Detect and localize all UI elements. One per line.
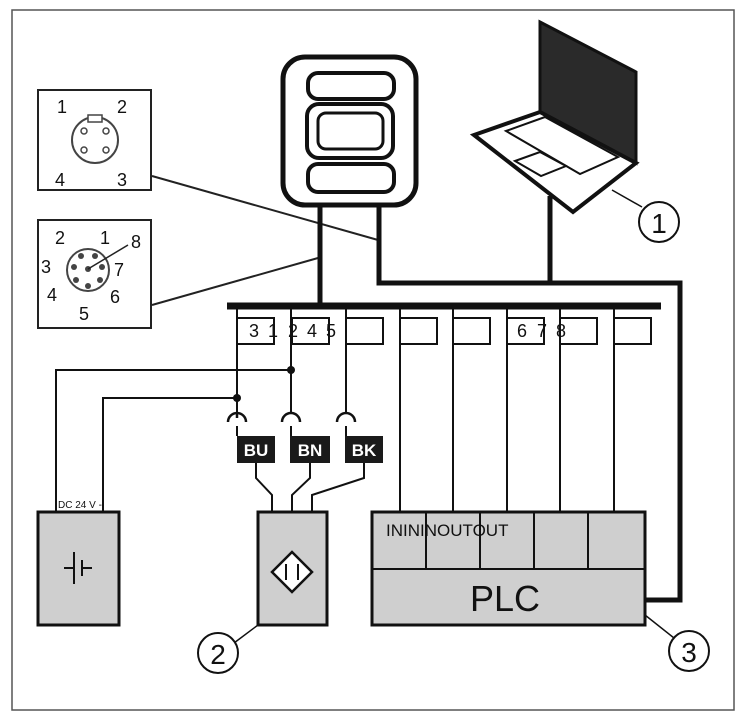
pin-label: 7 xyxy=(114,260,124,280)
connector-hooks xyxy=(226,411,357,423)
pin-label: 4 xyxy=(55,170,65,190)
pin-label: 1 xyxy=(57,97,67,117)
plc-label: PLC xyxy=(470,578,540,619)
terminal-label: 7 xyxy=(537,321,547,341)
sensor-icon xyxy=(270,550,314,594)
pin-label: 3 xyxy=(41,257,51,277)
pin-label: 1 xyxy=(100,228,110,248)
callout-3: 3 xyxy=(644,614,710,672)
svg-text:1: 1 xyxy=(651,208,667,239)
pin-label: 4 xyxy=(47,285,57,305)
pin-label: 3 xyxy=(117,170,127,190)
plc-io-label: INININOUTOUT xyxy=(386,521,508,540)
callout-2: 2 xyxy=(197,624,259,674)
battery-icon xyxy=(64,552,92,584)
pin-label: 5 xyxy=(79,304,89,324)
leader-line xyxy=(151,257,319,306)
pin-label: 2 xyxy=(117,97,127,117)
sensor xyxy=(256,510,329,627)
laptop-icon xyxy=(469,19,640,215)
wire-tag-bk: BK xyxy=(345,436,383,463)
thin-wires xyxy=(55,306,615,512)
wire-tag-bu: BU xyxy=(237,436,275,463)
terminal-label: 8 xyxy=(556,321,566,341)
callout-1: 1 xyxy=(611,189,680,243)
cable xyxy=(376,205,683,603)
terminal-label: 5 xyxy=(326,321,336,341)
terminal-label: 2 xyxy=(288,321,298,341)
pin-label: 2 xyxy=(55,228,65,248)
terminal-label: 6 xyxy=(517,321,527,341)
pin-label: 6 xyxy=(110,287,120,307)
device-housing-icon xyxy=(280,54,419,208)
junction-dot xyxy=(287,366,295,374)
diagram-frame xyxy=(11,9,735,711)
terminal-label: 3 xyxy=(249,321,259,341)
svg-text:BK: BK xyxy=(352,441,377,460)
wire-tag-bn: BN xyxy=(290,436,330,463)
pin-label: 8 xyxy=(131,232,141,252)
connector-8pin-face xyxy=(66,248,110,292)
leader-line xyxy=(151,175,379,241)
connector-8pin-detail: 2 1 8 3 7 4 6 5 xyxy=(37,219,152,329)
plc: INININOUTOUT PLC xyxy=(370,510,647,627)
power-supply xyxy=(36,510,121,627)
svg-text:3: 3 xyxy=(681,637,697,668)
svg-text:BN: BN xyxy=(298,441,323,460)
connector-4pin-detail: 1 2 4 3 xyxy=(37,89,152,191)
junction-dot xyxy=(233,394,241,402)
terminal-label: 1 xyxy=(268,321,278,341)
sensor-wires xyxy=(236,426,365,512)
terminal-block: 3 1 2 4 5 6 7 8 xyxy=(236,317,652,345)
svg-text:BU: BU xyxy=(244,441,269,460)
power-supply-label: DC 24 V - xyxy=(58,500,102,511)
terminal-label: 4 xyxy=(307,321,317,341)
svg-text:2: 2 xyxy=(210,639,226,670)
